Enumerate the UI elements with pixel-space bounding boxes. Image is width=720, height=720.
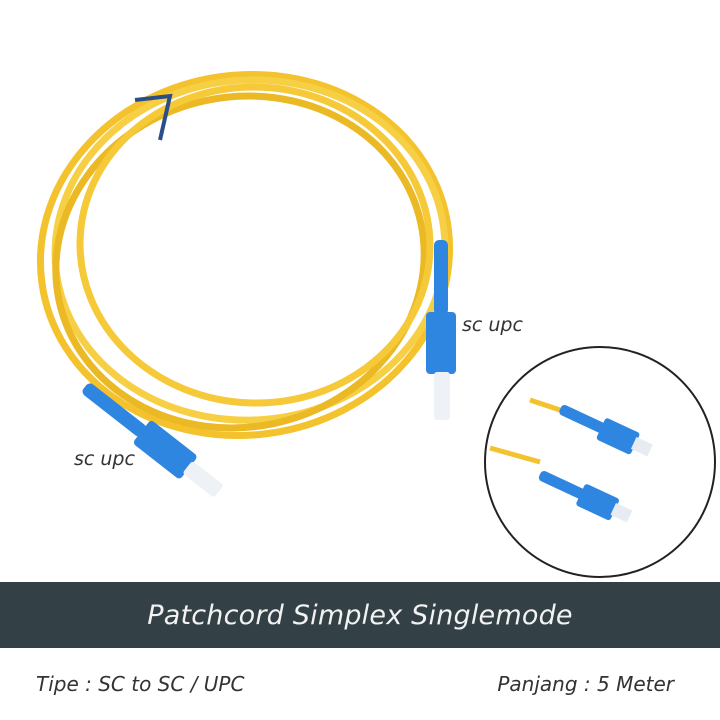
connector-right xyxy=(426,240,456,420)
product-title: Patchcord Simplex Singlemode xyxy=(147,599,573,631)
inset-circle xyxy=(484,346,716,578)
tie-wrap xyxy=(134,93,173,141)
product-photo xyxy=(36,70,716,578)
connector-label-left: sc upc xyxy=(74,448,135,470)
length-spec: Panjang : 5 Meter xyxy=(497,672,674,696)
type-spec: Tipe : SC to SC / UPC xyxy=(36,672,245,696)
connector-label-right: sc upc xyxy=(462,314,523,336)
title-banner: Patchcord Simplex Singlemode xyxy=(0,582,720,648)
connector-left xyxy=(82,383,223,497)
cable-coil xyxy=(36,70,454,440)
